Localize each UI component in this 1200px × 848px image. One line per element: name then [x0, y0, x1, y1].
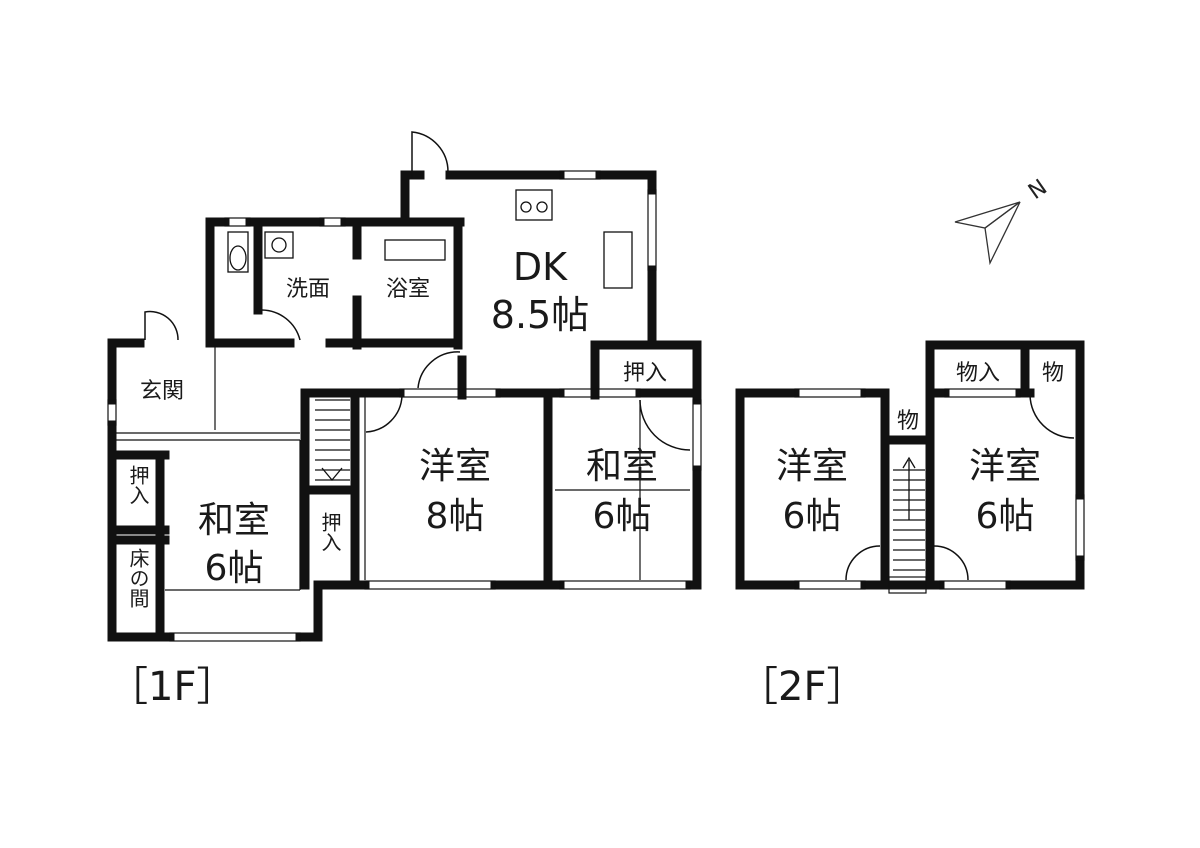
washitsu-mid-size-label: 6帖 [593, 496, 652, 537]
floor-2-doors [845, 394, 1075, 581]
oshiire-stair-label: 押入 [318, 512, 342, 552]
floor-1-title: ［1F］ [108, 664, 236, 710]
yokushitsu-label: 浴室 [386, 277, 430, 302]
youshitsu-8-size-label: 8帖 [426, 496, 485, 537]
sink-icon [603, 231, 633, 289]
youshitsu-2f-right-name-label: 洋室 [969, 446, 1041, 487]
compass-icon: N [954, 175, 1052, 266]
floor-1-labels: DK 8.5帖 洗面 浴室 玄関 押入 洋室 8帖 和室 6帖 和室 6帖 押入… [126, 245, 667, 608]
bathtub-icon [384, 239, 446, 261]
washitsu-left-name-label: 和室 [198, 500, 270, 541]
senmen-label: 洗面 [286, 277, 330, 302]
youshitsu-8-name-label: 洋室 [419, 446, 491, 487]
youshitsu-2f-left-name-label: 洋室 [776, 446, 848, 487]
toilet-icon [227, 231, 249, 273]
floor-2-windows [794, 388, 1085, 594]
floor-2-stairs [893, 456, 925, 571]
floor-2-plan: 洋室 6帖 洋室 6帖 物入 物 物 ［2F］ [735, 340, 1085, 710]
washbasin-icon [264, 231, 294, 259]
floor-1-stairs [315, 399, 350, 482]
compass-north-label: N [1024, 175, 1052, 205]
washitsu-mid-name-label: 和室 [586, 446, 658, 487]
washitsu-left-size-label: 6帖 [205, 548, 264, 589]
floor-1-plan: DK 8.5帖 洗面 浴室 玄関 押入 洋室 8帖 和室 6帖 和室 6帖 押入… [107, 131, 702, 710]
floor-1-doors [144, 131, 691, 451]
stove-icon [515, 189, 553, 221]
youshitsu-2f-right-size-label: 6帖 [976, 496, 1035, 537]
floor-1-fixtures [227, 189, 633, 289]
monoire-label: 物入 [956, 361, 1000, 386]
oshiire-kitchen-label: 押入 [623, 361, 667, 386]
tokonoma-label: 床の間 [126, 548, 150, 608]
youshitsu-2f-left-size-label: 6帖 [783, 496, 842, 537]
floor-1-windows [107, 170, 702, 642]
mono-top-label: 物 [1042, 361, 1064, 386]
floor-2-title: ［2F］ [738, 664, 866, 710]
floor-2-labels: 洋室 6帖 洋室 6帖 物入 物 物 [776, 361, 1064, 537]
oshiire-left-label: 押入 [126, 465, 150, 505]
floor-1-walls [107, 170, 702, 642]
dk-size-label: 8.5帖 [491, 293, 589, 337]
floor-2-walls [735, 340, 1085, 590]
dk-name-label: DK [513, 245, 568, 289]
genkan-label: 玄関 [140, 379, 184, 404]
mono-mid-label: 物 [897, 409, 919, 434]
